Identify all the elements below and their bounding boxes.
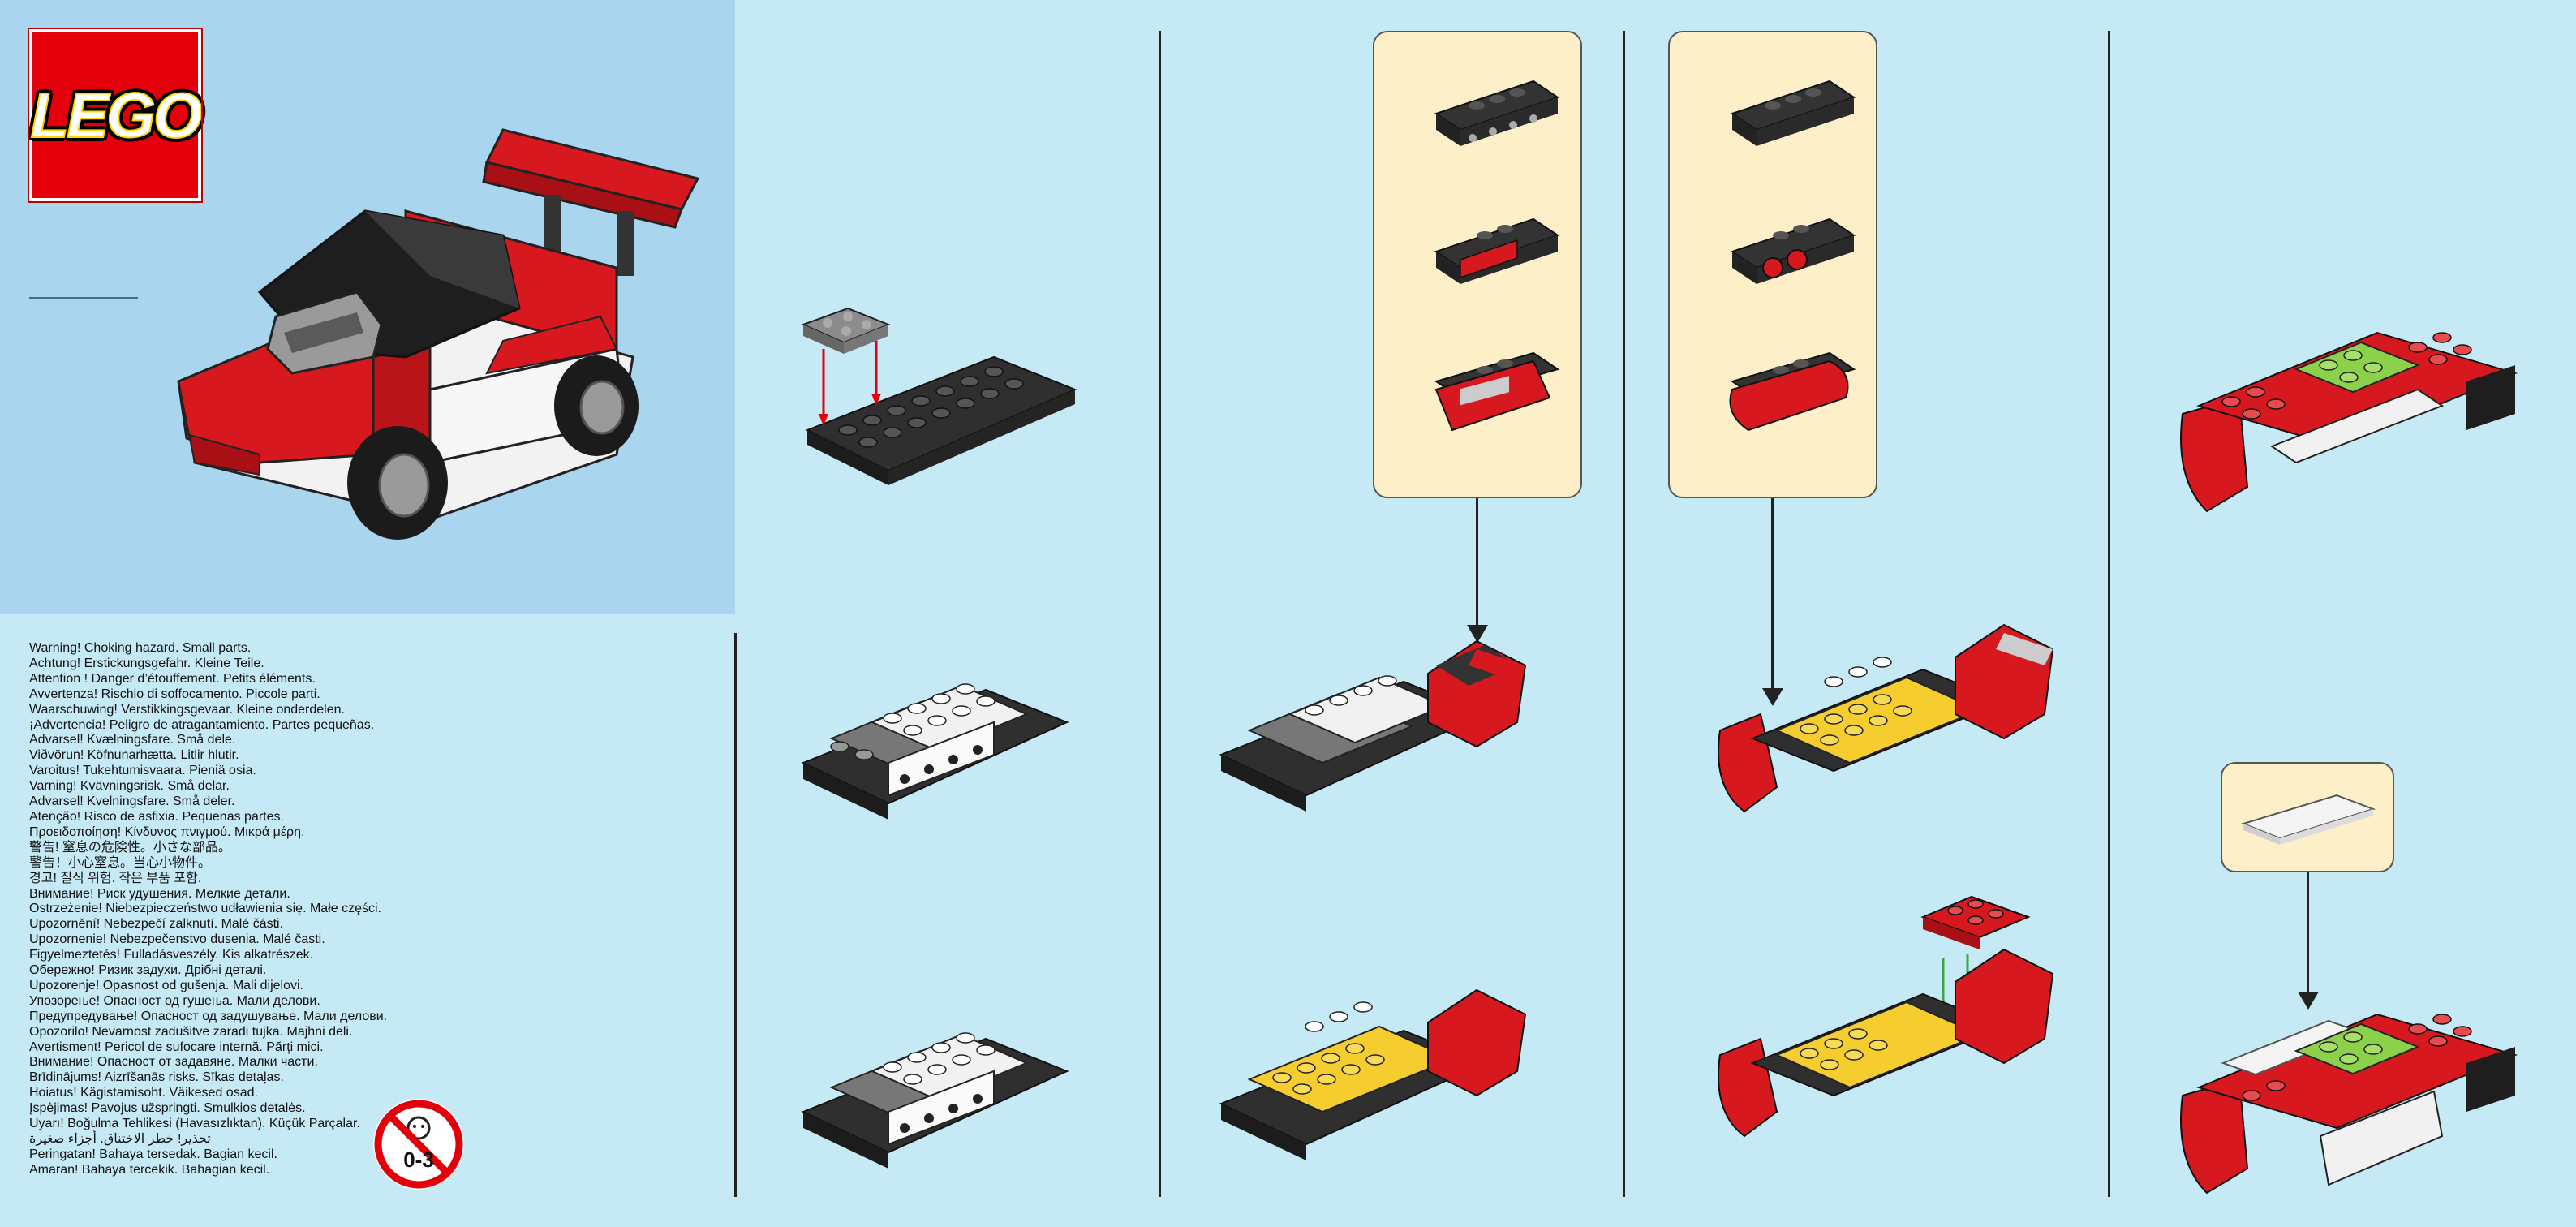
warning-line: Обережно! Ризик задухи. Дрібні деталі. <box>29 963 267 978</box>
parts-callout-2-pieces <box>1729 80 1856 432</box>
step-3-illustration <box>801 1032 1069 1169</box>
warning-line: Peringatan! Bahaya tersedak. Bagian keci… <box>29 1147 277 1161</box>
warning-line: Waarschuwing! Verstikkingsgevaar. Kleine… <box>29 702 345 717</box>
warning-line: Внимание! Опасност от задавяне. Малки ча… <box>29 1055 318 1070</box>
warning-line: تحذير! خطر الاختناق. أجزاء صغيرة <box>29 1132 211 1146</box>
warning-line: Предупредување! Опасност од задушување. … <box>29 1009 388 1023</box>
divider-cover <box>734 633 737 1197</box>
step-6-illustration <box>1718 623 2054 813</box>
warning-line: Avvertenza! Rischio di soffocamento. Pic… <box>29 687 320 701</box>
step-2-illustration <box>801 683 1069 820</box>
warning-line: Warning! Choking hazard. Small parts. <box>29 641 252 655</box>
warning-line: 경고! 질식 위험. 작은 부품 포함. <box>29 871 202 885</box>
warning-line: Προειδοποίηση! Κίνδυνος πνιγμού. Μικρά μ… <box>29 824 305 839</box>
callout-2-arrow-head <box>1762 688 1783 706</box>
parts-callout-1-pieces <box>1434 80 1560 432</box>
warning-line: Figyelmeztetés! Fulladásveszély. Kis alk… <box>29 948 314 962</box>
divider-2 <box>1623 31 1625 1197</box>
warning-line: Upozornenie! Nebezpečenstvo dusenia. Mal… <box>29 932 325 947</box>
callout-2-arrow-shaft <box>1771 498 1774 691</box>
lego-logo-text: LEGO <box>29 79 203 152</box>
warning-line: 警告! 窒息の危険性。小さな部品。 <box>29 840 231 855</box>
age-warning-label: 0-3 <box>403 1147 434 1172</box>
warning-line: Внимание! Риск удушения. Мелкие детали. <box>29 886 290 901</box>
lego-logo: LEGO <box>28 28 204 203</box>
warning-line: Attention ! Danger d’étouffement. Petits… <box>29 671 316 686</box>
warning-line: Atenção! Risco de asfixia. Pequenas part… <box>29 809 284 824</box>
warning-line: Varning! Kvävningsrisk. Små delar. <box>29 779 230 794</box>
warning-line: Viðvörun! Köfnunarhætta. Litlir hlutir. <box>29 748 239 763</box>
warning-line: Upozornění! Nebezpečí zalknutí. Malé čás… <box>29 917 284 932</box>
step-7-illustration <box>1718 895 2054 1138</box>
divider-1 <box>1159 31 1161 1197</box>
step-9-illustration <box>2180 1013 2518 1195</box>
step-4-illustration <box>1219 639 1527 812</box>
warning-line: Avertisment! Pericol de sufocare internă… <box>29 1040 324 1054</box>
warning-line: Упозорење! Опасност од гушења. Мали дело… <box>29 993 320 1008</box>
cover-panel: LEGO <box>0 0 735 614</box>
warning-line: Advarsel! Kvælningsfare. Små dele. <box>29 733 236 747</box>
warning-line: Uyarı! Boğulma Tehlikesi (Havasızlıktan)… <box>29 1117 360 1131</box>
callout-1-arrow-head <box>1467 625 1488 643</box>
warning-line: Įspėjimas! Pavojus užspringti. Smulkios … <box>29 1101 306 1116</box>
step-1-illustration <box>801 307 1077 485</box>
warning-line: Hoiatus! Kägistamisoht. Väikesed osad. <box>29 1086 258 1100</box>
parts-callout-3-tile <box>2240 794 2376 845</box>
warning-line: Varoitus! Tukehtumisvaara. Pieniä osia. <box>29 764 256 778</box>
cover-rule <box>29 297 138 299</box>
warning-line: ¡Advertencia! Peligro de atragantamiento… <box>29 717 375 732</box>
callout-3-arrow-head <box>2298 992 2319 1010</box>
warning-line: Brīdinājums! Aizrīšanās risks. Sīkas det… <box>29 1070 284 1085</box>
choking-hazard-warnings: Warning! Choking hazard. Small parts.Ach… <box>29 641 484 1178</box>
warning-line: Upozorenje! Opasnost od gušenja. Mali di… <box>29 978 303 992</box>
warning-line: 警告！小心窒息。当心小物件。 <box>29 855 212 870</box>
warning-line: Ostrzeżenie! Niebezpieczeństwo udławieni… <box>29 902 381 916</box>
warning-line: Opozorilo! Nevarnost zadušitve zaradi tu… <box>29 1024 353 1039</box>
callout-1-arrow-shaft <box>1476 498 1478 628</box>
warning-line: Achtung! Erstickungsgefahr. Kleine Teile… <box>29 656 264 670</box>
hero-car-image <box>177 128 700 540</box>
callout-3-arrow-shaft <box>2307 872 2309 994</box>
divider-3 <box>2108 31 2110 1197</box>
age-warning-icon: 0-3 <box>373 1099 464 1190</box>
warning-line: Amaran! Bahaya tercekik. Bahagian kecil. <box>29 1162 270 1177</box>
step-5-illustration <box>1219 988 1527 1160</box>
warning-line: Advarsel! Kvelningsfare. Små deler. <box>29 794 235 809</box>
step-8-illustration <box>2180 331 2518 513</box>
